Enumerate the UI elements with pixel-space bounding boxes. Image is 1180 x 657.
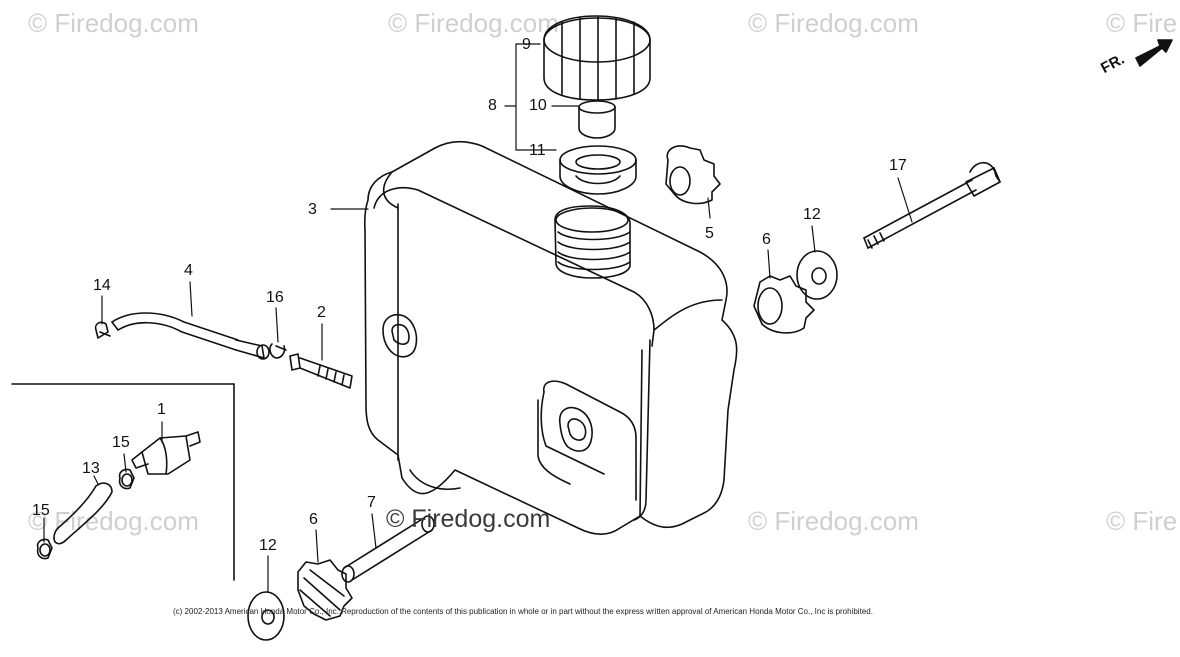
fuel-strainer [289,353,353,389]
grommet-upper [665,145,721,205]
callout-3: 3 [308,201,317,218]
callout-10: 10 [529,97,547,114]
hose-clip [94,321,111,339]
callout-15-upper: 15 [112,434,130,451]
washer-right [796,250,838,300]
grommet-lower [297,559,353,621]
mounting-bolt [863,161,1001,249]
callout-6-right: 6 [762,231,771,248]
joint-tube [341,515,435,583]
watermark: © Firedog.com [748,8,919,38]
watermark-cut: © Fire [1106,8,1178,38]
callout-4: 4 [184,262,193,279]
copyright-notice: (c) 2002-2013 American Honda Motor Co., … [173,607,873,616]
washer-lower [247,591,285,641]
callout-14: 14 [93,277,111,294]
callout-1: 1 [157,401,166,418]
watermark: © Firedog.com [388,8,559,38]
fuel-filter [131,431,201,475]
callout-15-lower: 15 [32,502,50,519]
callout-13: 13 [82,460,100,477]
fuel-cap [543,15,651,101]
inset-frame [11,383,235,581]
watermark-center: © Firedog.com [386,505,551,533]
callout-17: 17 [889,157,907,174]
callout-6-lower: 6 [309,511,318,528]
callout-7: 7 [367,494,376,511]
callout-11: 11 [529,142,546,159]
callout-2: 2 [317,304,326,321]
callout-5: 5 [705,225,714,242]
watermark: © Firedog.com [28,8,199,38]
callout-8: 8 [488,97,497,114]
callout-16: 16 [266,289,284,306]
hose-clamp-upper [118,468,135,490]
cap-insert [578,100,616,139]
cap-gasket [559,145,637,195]
callout-9: 9 [522,36,531,53]
hose-clamp-lower [36,538,53,560]
front-direction-arrow [1135,39,1173,67]
leader-lines [43,43,913,593]
fuel-tube [53,482,113,545]
hose-clip-small [269,343,287,359]
watermark-cut: © Fire [1106,506,1178,536]
breather-hose [111,312,270,360]
grommet-right [753,275,815,334]
fuel-tank [363,140,738,535]
callout-12-right: 12 [803,206,821,223]
watermark: © Firedog.com [748,506,919,536]
callout-12-lower: 12 [259,537,277,554]
